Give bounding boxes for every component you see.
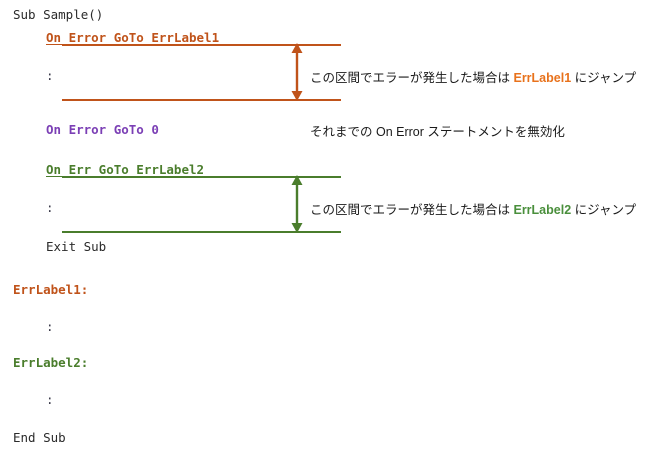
green-block-bottom-rule xyxy=(62,231,341,233)
orange-block-bottom-rule xyxy=(62,99,341,101)
orange-range-arrow-icon xyxy=(291,43,303,101)
code-marker-colon-2: : xyxy=(46,200,54,215)
annotation-note-disable: それまでの On Error ステートメントを無効化 xyxy=(310,125,565,139)
code-line-exit-sub: Exit Sub xyxy=(46,239,107,254)
code-line-end-sub: End Sub xyxy=(13,430,66,445)
code-line-on-error-errlabel1: On Error GoTo ErrLabel1 xyxy=(46,30,220,45)
code-label-errlabel2: ErrLabel2: xyxy=(13,355,89,370)
green-range-arrow-icon xyxy=(291,175,303,233)
orange-block-top-rule xyxy=(62,44,341,46)
annotation-note-errlabel1: この区間でエラーが発生した場合は ErrLabel1 にジャンプ xyxy=(310,70,636,86)
annotation-note1-highlight: ErrLabel1 xyxy=(513,71,572,85)
code-line-on-error-goto-0: On Error GoTo 0 xyxy=(46,122,159,137)
annotation-note3-suffix: にジャンプ xyxy=(571,203,637,217)
code-marker-colon-4: : xyxy=(46,392,54,407)
code-marker-colon-3: : xyxy=(46,319,54,334)
annotation-note1-prefix: この区間でエラーが発生した場合は xyxy=(310,71,514,85)
annotation-note3-highlight: ErrLabel2 xyxy=(513,203,572,217)
code-label-errlabel1: ErrLabel1: xyxy=(13,282,89,297)
code-line-sub-start: Sub Sample() xyxy=(13,7,104,22)
annotation-note-errlabel2: この区間でエラーが発生した場合は ErrLabel2 にジャンプ xyxy=(310,202,636,218)
annotation-note1-suffix: にジャンプ xyxy=(571,71,637,85)
code-line-on-err-errlabel2: On Err GoTo ErrLabel2 xyxy=(46,162,205,177)
code-marker-colon-1: : xyxy=(46,68,54,83)
green-block-top-rule xyxy=(62,176,341,178)
annotation-note3-prefix: この区間でエラーが発生した場合は xyxy=(310,203,514,217)
